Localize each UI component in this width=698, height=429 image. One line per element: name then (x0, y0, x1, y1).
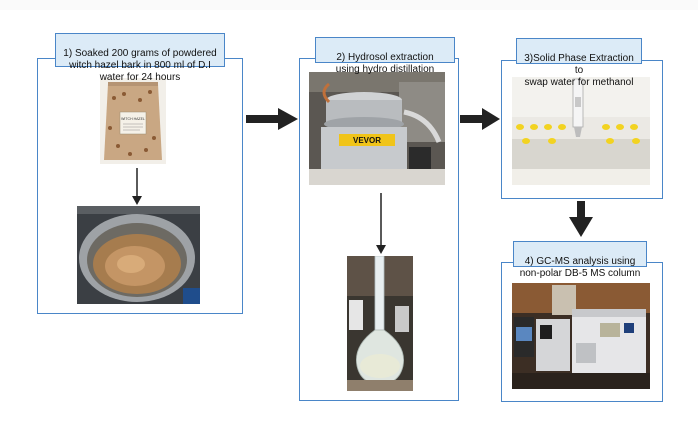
arrow-right-icon (460, 108, 500, 130)
step1-text: Soaked 200 grams of powdered witch hazel… (69, 48, 217, 83)
step4-label: 4) GC-MS analysis using non-polar DB-5 M… (513, 241, 647, 279)
step3-number: 3) (524, 53, 534, 64)
volumetric-flask-photo (347, 256, 413, 391)
step2-label: 2) Hydrosol extraction using hydro disti… (315, 37, 455, 75)
step3-label: 3)Solid Phase Extraction to swap water f… (516, 38, 642, 88)
arrow-down-icon (132, 168, 142, 205)
step1-number: 1) (63, 48, 73, 59)
arrow-down-icon (376, 193, 386, 254)
step3-text: Solid Phase Extraction to swap water for… (524, 53, 634, 88)
witch-hazel-bag-photo: WITCH HAZEL (100, 78, 166, 164)
bag-label-text: WITCH HAZEL (121, 117, 145, 121)
vevor-brand-text: VEVOR (353, 136, 381, 145)
gc-ms-instrument-photo (512, 283, 650, 389)
step4-number: 4) (524, 256, 534, 267)
step1-label: 1) Soaked 200 grams of powdered witch ha… (55, 33, 225, 83)
hydro-distillation-still-photo: VEVOR (309, 72, 445, 185)
cropped-caption-strip (0, 0, 698, 10)
spe-manifold-photo (512, 77, 650, 185)
arrow-down-icon (569, 201, 593, 237)
step4-text: GC-MS analysis using non-polar DB-5 MS c… (519, 256, 641, 279)
step2-text: Hydrosol extraction using hydro distilla… (335, 52, 435, 75)
soaking-pot-photo (77, 206, 200, 304)
arrow-right-icon (246, 108, 298, 130)
step2-number: 2) (336, 52, 346, 63)
